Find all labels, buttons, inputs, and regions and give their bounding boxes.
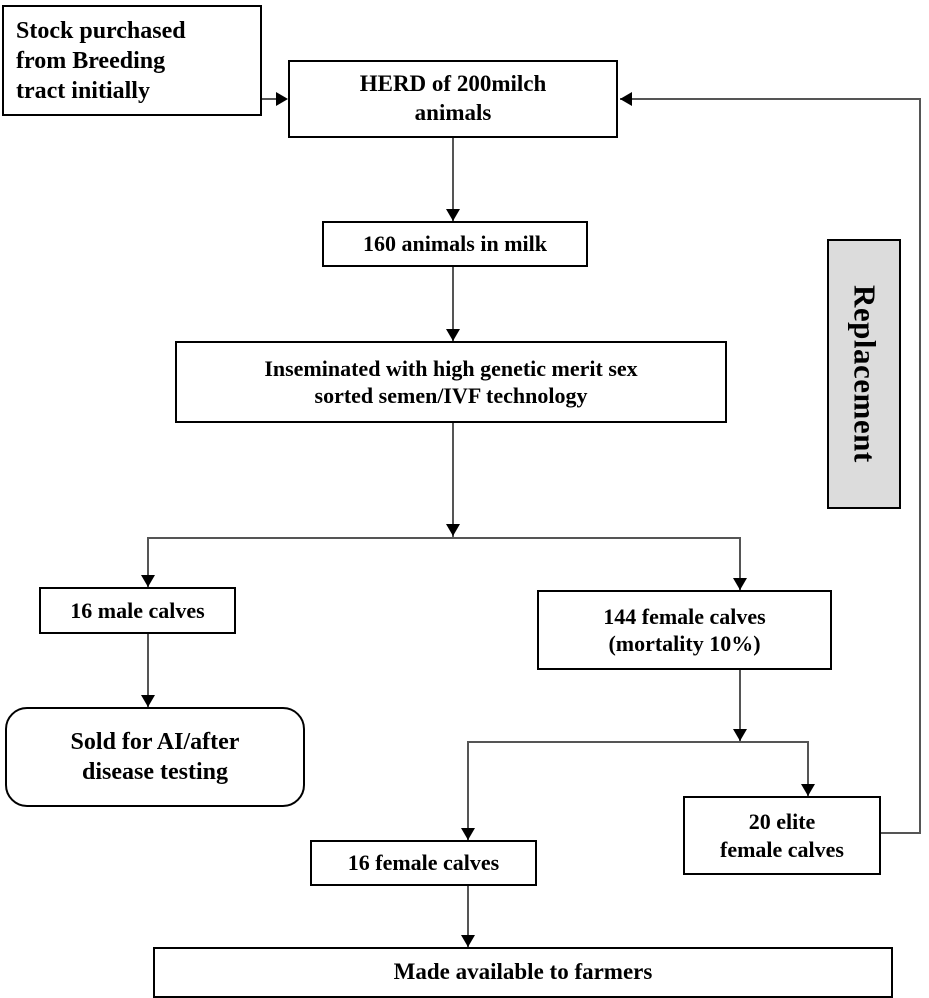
node-elite-female-calves[interactable]: 20 elite female calves <box>683 796 881 875</box>
edge-milk-to-inseminated-arrowhead <box>446 329 460 341</box>
edge-stock-to-herd-line <box>262 98 284 100</box>
node-elite-female-calves-label: 20 elite female calves <box>720 809 844 862</box>
edge-female16-to-farmers-arrowhead <box>461 935 475 947</box>
node-animals-in-milk-label: 160 animals in milk <box>363 231 547 257</box>
node-made-available-label: Made available to farmers <box>393 959 653 985</box>
edge-milk-to-inseminated-line <box>452 266 454 342</box>
edge-elite-to-herd-arrowhead <box>620 92 632 106</box>
node-herd-label: HERD of 200milch animals <box>359 71 547 125</box>
split-1-bus <box>147 537 741 539</box>
edge-split1-to-male-arrowhead <box>141 575 155 587</box>
node-inseminated[interactable]: Inseminated with high genetic merit sex … <box>175 341 727 423</box>
node-female-calves-16[interactable]: 16 female calves <box>310 840 537 886</box>
node-herd[interactable]: HERD of 200milch animals <box>288 60 618 138</box>
edge-inseminated-to-split1-arrowhead <box>446 524 460 536</box>
node-replacement[interactable]: Replacement <box>827 239 901 509</box>
edge-elite-to-herd-seg-top <box>620 98 921 100</box>
node-made-available[interactable]: Made available to farmers <box>153 947 893 998</box>
edge-split1-to-male-line <box>147 537 149 587</box>
edge-split1-to-female144-line <box>739 537 741 590</box>
node-female-calves-144[interactable]: 144 female calves (mortality 10%) <box>537 590 832 670</box>
edge-herd-to-milk-line <box>452 138 454 222</box>
edge-split2-to-elite-line <box>807 741 809 797</box>
edge-male-to-sold-arrowhead <box>141 695 155 707</box>
node-male-calves-label: 16 male calves <box>70 597 205 623</box>
edge-split1-to-female144-arrowhead <box>733 578 747 590</box>
edge-female16-to-farmers-line <box>467 886 469 948</box>
node-replacement-label: Replacement <box>847 285 883 463</box>
node-inseminated-label: Inseminated with high genetic merit sex … <box>264 355 638 409</box>
edge-herd-to-milk-arrowhead <box>446 209 460 221</box>
edge-male-to-sold-line <box>147 634 149 708</box>
edge-inseminated-to-split1-line <box>452 422 454 538</box>
node-female-calves-144-label: 144 female calves (mortality 10%) <box>603 603 766 657</box>
split-2-bus <box>467 741 809 743</box>
node-stock-purchased-label: Stock purchased from Breeding tract init… <box>16 17 186 104</box>
edge-split2-to-female16-arrowhead <box>461 828 475 840</box>
node-male-calves[interactable]: 16 male calves <box>39 587 236 634</box>
node-sold-for-ai[interactable]: Sold for AI/after disease testing <box>5 707 305 807</box>
edge-split2-to-elite-arrowhead <box>801 784 815 796</box>
edge-stock-to-herd-arrowhead <box>276 92 288 106</box>
node-sold-for-ai-label: Sold for AI/after disease testing <box>70 729 240 785</box>
node-female-calves-16-label: 16 female calves <box>347 850 500 876</box>
node-animals-in-milk[interactable]: 160 animals in milk <box>322 221 588 267</box>
edge-elite-to-herd-seg-up <box>919 98 921 834</box>
edge-elite-to-herd-seg-right <box>879 832 921 834</box>
edge-female144-to-split2-line <box>739 670 741 742</box>
edge-split2-to-female16-line <box>467 741 469 841</box>
edge-female144-to-split2-arrowhead <box>733 729 747 741</box>
node-stock-purchased[interactable]: Stock purchased from Breeding tract init… <box>2 5 262 116</box>
